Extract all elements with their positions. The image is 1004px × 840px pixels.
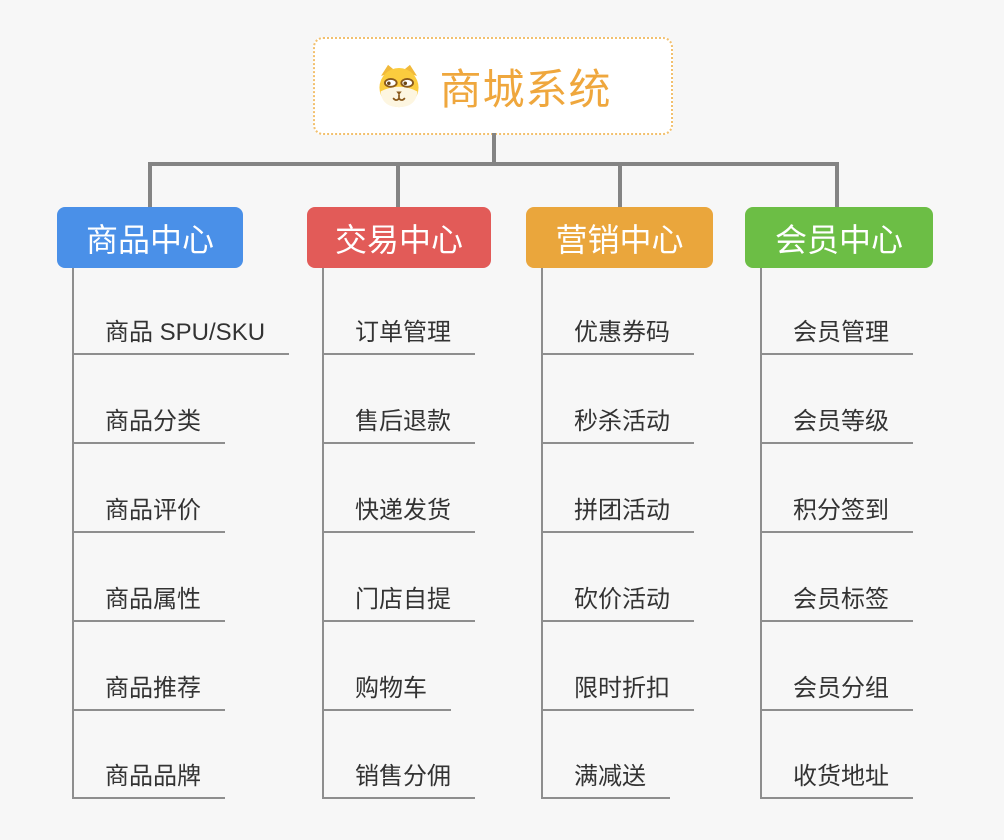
- leaf-node[interactable]: 砍价活动: [543, 576, 694, 622]
- root-title: 商城系统: [439, 65, 612, 113]
- leaf-node[interactable]: 购物车: [324, 665, 451, 711]
- leaf-node[interactable]: 商品 SPU/SKU: [74, 309, 290, 355]
- leaf-node[interactable]: 商品属性: [74, 576, 225, 622]
- branch-node-marketing-center[interactable]: 营销中心: [526, 207, 713, 268]
- connector-drop-2: [396, 162, 400, 209]
- leaf-node[interactable]: 商品推荐: [74, 665, 225, 711]
- leaf-node[interactable]: 快递发货: [324, 487, 475, 533]
- leaf-node[interactable]: 商品分类: [74, 398, 225, 444]
- leaf-node[interactable]: 销售分佣: [324, 753, 475, 799]
- branch-children-member-center: 会员管理 会员等级 积分签到 会员标签 会员分组 收货地址: [760, 268, 1004, 799]
- leaf-node[interactable]: 拼团活动: [543, 487, 694, 533]
- connector-horizontal: [148, 162, 839, 166]
- leaf-node[interactable]: 满减送: [543, 753, 670, 799]
- branch-children-trade-center: 订单管理 售后退款 快递发货 门店自提 购物车 销售分佣: [322, 268, 584, 799]
- leaf-node[interactable]: 会员分组: [762, 665, 913, 711]
- connector-drop-3: [618, 162, 622, 209]
- branch-node-trade-center[interactable]: 交易中心: [307, 207, 491, 268]
- leaf-node[interactable]: 收货地址: [762, 753, 913, 799]
- leaf-node[interactable]: 会员管理: [762, 309, 913, 355]
- leaf-node[interactable]: 限时折扣: [543, 665, 694, 711]
- branch-node-product-center[interactable]: 商品中心: [57, 207, 243, 268]
- connector-root-stub: [492, 133, 496, 164]
- branch-children-marketing-center: 优惠券码 秒杀活动 拼团活动 砍价活动 限时折扣 满减送: [541, 268, 803, 799]
- dog-face-icon: [374, 63, 424, 109]
- leaf-node[interactable]: 售后退款: [324, 398, 475, 444]
- leaf-node[interactable]: 优惠券码: [543, 309, 694, 355]
- leaf-node[interactable]: 门店自提: [324, 576, 475, 622]
- leaf-node[interactable]: 订单管理: [324, 309, 475, 355]
- leaf-node[interactable]: 会员等级: [762, 398, 913, 444]
- leaf-node[interactable]: 商品评价: [74, 487, 225, 533]
- leaf-node[interactable]: 积分签到: [762, 487, 913, 533]
- connector-drop-4: [835, 162, 839, 209]
- branch-node-member-center[interactable]: 会员中心: [745, 207, 933, 268]
- connector-drop-1: [148, 162, 152, 209]
- root-node[interactable]: 商城系统: [313, 37, 673, 135]
- leaf-node[interactable]: 秒杀活动: [543, 398, 694, 444]
- branch-children-product-center: 商品 SPU/SKU 商品分类 商品评价 商品属性 商品推荐 商品品牌: [72, 268, 334, 799]
- leaf-node[interactable]: 商品品牌: [74, 753, 225, 799]
- leaf-node[interactable]: 会员标签: [762, 576, 913, 622]
